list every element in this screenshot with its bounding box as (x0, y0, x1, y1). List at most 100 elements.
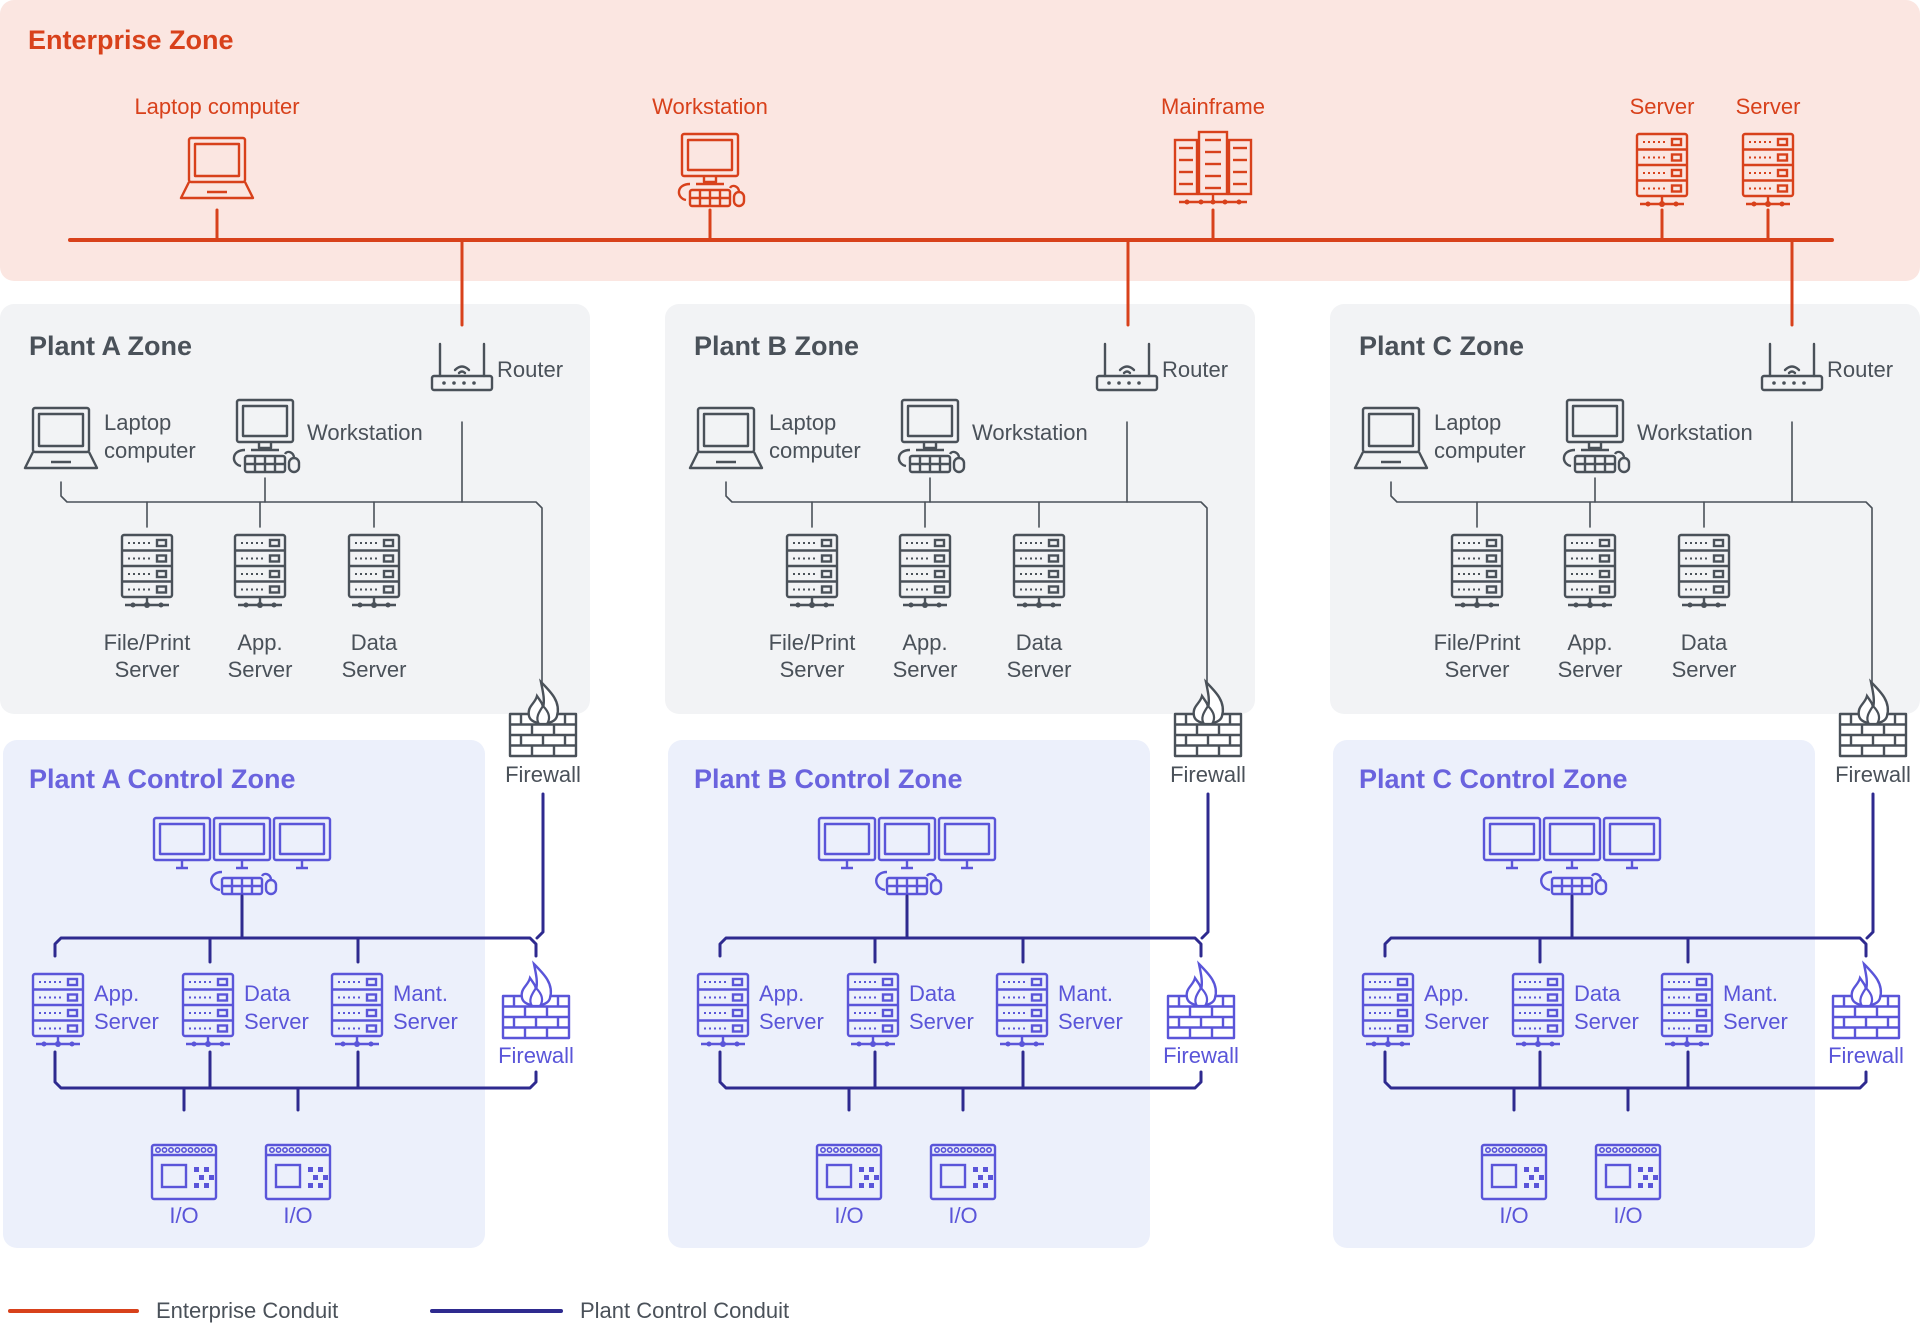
plant-zone-background (0, 304, 590, 714)
server-label: Server (780, 657, 845, 682)
server-label: Data (909, 981, 956, 1006)
enterprise-zone-title: Enterprise Zone (28, 25, 234, 55)
enterprise-device-label: Mainframe (1161, 94, 1265, 119)
server-label: App. (1424, 981, 1469, 1006)
control-bus-line (718, 936, 1203, 958)
control-zone-title: Plant C Control Zone (1359, 764, 1627, 794)
laptop-label: computer (1434, 438, 1526, 463)
plant-zone: Plant B ZoneRouterLaptopcomputerWorkstat… (665, 238, 1255, 1248)
plant-zone: Plant A ZoneRouterLaptopcomputerWorkstat… (0, 238, 590, 1248)
server-label: Server (1672, 657, 1737, 682)
io-label: I/O (169, 1203, 198, 1228)
server-icon (785, 533, 839, 608)
firewall-icon (1838, 678, 1908, 758)
server-label: Data (1016, 630, 1063, 655)
server-label: Server (115, 657, 180, 682)
plant-zone-title: Plant B Zone (694, 331, 859, 361)
legend-enterprise-label: Enterprise Conduit (156, 1298, 338, 1323)
plant-lan-line (60, 481, 543, 686)
server-label: App. (759, 981, 804, 1006)
server-icon (120, 533, 174, 608)
server-icon (1677, 533, 1731, 608)
server-icon (1361, 972, 1415, 1047)
server-label: Server (909, 1009, 974, 1034)
server-icon (233, 533, 287, 608)
server-icon (1511, 972, 1565, 1047)
server-label: Server (1558, 657, 1623, 682)
firewall-icon (501, 960, 571, 1040)
laptop-label: computer (104, 438, 196, 463)
control-zone-title: Plant B Control Zone (694, 764, 962, 794)
control-zone-background (1333, 740, 1815, 1248)
server-icon (898, 533, 952, 608)
plant-zone: Plant C ZoneRouterLaptopcomputerWorkstat… (1330, 238, 1920, 1248)
io-module-icon (1594, 1143, 1662, 1201)
enterprise-device-label: Workstation (652, 94, 768, 119)
server-icon (1450, 533, 1504, 608)
control-bus-line (1383, 936, 1868, 958)
server-label: Server (759, 1009, 824, 1034)
control-bus-line (53, 1050, 538, 1090)
enterprise-zone-background (0, 0, 1920, 281)
server-icon (846, 972, 900, 1047)
server-label: Mant. (393, 981, 448, 1006)
server-label: File/Print (1434, 630, 1521, 655)
firewall-label: Firewall (1828, 1043, 1904, 1068)
router-icon (1760, 342, 1824, 392)
control-zone-background (668, 740, 1150, 1248)
io-label: I/O (1613, 1203, 1642, 1228)
firewall-icon (1831, 960, 1901, 1040)
io-label: I/O (834, 1203, 863, 1228)
router-label: Router (1827, 357, 1893, 382)
server-icon (1741, 132, 1795, 207)
server-label: Data (1574, 981, 1621, 1006)
server-label: App. (1567, 630, 1612, 655)
server-label: App. (237, 630, 282, 655)
firewall-icon (508, 678, 578, 758)
server-label: Server (1058, 1009, 1123, 1034)
connector-line (1200, 928, 1210, 940)
workstation-label: Workstation (307, 420, 423, 445)
router-label: Router (1162, 357, 1228, 382)
firewall-label: Firewall (505, 762, 581, 787)
mainframe-icon (1173, 130, 1253, 205)
server-icon (1660, 972, 1714, 1047)
laptop-label: Laptop (769, 410, 836, 435)
io-label: I/O (948, 1203, 977, 1228)
router-icon (430, 342, 494, 392)
control-bus-line (1383, 1050, 1868, 1090)
io-module-icon (929, 1143, 997, 1201)
server-label: Server (893, 657, 958, 682)
io-module-icon (150, 1143, 218, 1201)
io-label: I/O (1499, 1203, 1528, 1228)
enterprise-device-label: Server (1630, 94, 1695, 119)
io-module-icon (815, 1143, 883, 1201)
firewall-label: Firewall (498, 1043, 574, 1068)
plant-zone-background (1330, 304, 1920, 714)
server-icon (31, 972, 85, 1047)
server-icon (1563, 533, 1617, 608)
server-label: Server (1574, 1009, 1639, 1034)
plant-lan-line (1390, 481, 1873, 686)
connector-line (535, 928, 545, 940)
firewall-label: Firewall (1835, 762, 1911, 787)
laptop-icon (688, 406, 764, 470)
workstation-icon (897, 398, 966, 474)
plant-zone-title: Plant C Zone (1359, 331, 1524, 361)
hmi-monitors-icon (1482, 816, 1662, 896)
server-label: File/Print (104, 630, 191, 655)
enterprise-device-label: Server (1736, 94, 1801, 119)
control-zone-background (3, 740, 485, 1248)
server-label: Data (1681, 630, 1728, 655)
router-icon (1095, 342, 1159, 392)
server-label: App. (94, 981, 139, 1006)
server-label: Data (244, 981, 291, 1006)
server-label: Server (1723, 1009, 1788, 1034)
hmi-monitors-icon (152, 816, 332, 896)
laptop-label: computer (769, 438, 861, 463)
server-icon (1012, 533, 1066, 608)
io-module-icon (1480, 1143, 1548, 1201)
control-bus-line (718, 1050, 1203, 1090)
